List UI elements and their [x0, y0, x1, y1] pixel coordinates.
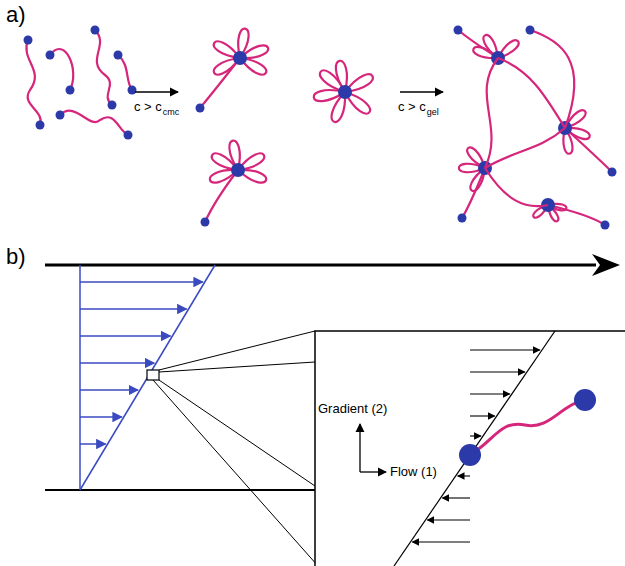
polymer-chain	[565, 128, 612, 172]
end-group	[66, 86, 75, 95]
polymer-chain	[95, 30, 112, 105]
polymer-chain	[200, 58, 240, 108]
condition-subscript: gel	[427, 108, 439, 117]
velocity-arrow	[80, 362, 154, 364]
end-group	[608, 168, 617, 177]
plate-arrowhead	[592, 254, 620, 276]
polymer-chain	[485, 58, 498, 168]
end-group	[108, 101, 117, 110]
velocity-arrows	[80, 282, 203, 444]
zoom-line	[159, 362, 315, 372]
end-group	[201, 218, 210, 227]
polymer-panel	[24, 26, 617, 230]
end-group	[114, 51, 123, 60]
zoom-line	[159, 380, 315, 486]
end-group	[24, 36, 33, 45]
condition-label: c > c	[398, 100, 426, 113]
axis-label: Flow (1)	[390, 465, 437, 478]
local-velocity-arrow	[470, 371, 525, 372]
condition-label: c > c	[134, 100, 162, 113]
condition-subscript: cmc	[163, 108, 180, 117]
transition-arrow	[135, 91, 178, 92]
zoom-line	[159, 331, 315, 370]
end-group	[459, 444, 481, 466]
polymer-chain	[498, 58, 565, 128]
panel-label: b)	[6, 246, 26, 268]
end-group	[526, 26, 535, 35]
end-group	[231, 163, 245, 177]
end-group	[601, 221, 610, 230]
local-velocity-arrow	[470, 349, 540, 350]
flow-axis	[360, 471, 386, 472]
local-velocity-arrow	[443, 497, 471, 498]
velocity-profile	[80, 265, 215, 490]
end-group	[128, 86, 137, 95]
polymer-chain	[530, 30, 574, 128]
end-group	[196, 104, 205, 113]
zoom-panel	[315, 331, 625, 566]
local-velocity-arrow	[412, 541, 470, 542]
end-group	[91, 26, 100, 35]
top-plate	[45, 264, 596, 267]
polymer-chain	[470, 400, 585, 455]
bottom-plate	[45, 489, 315, 491]
local-velocity-arrow	[458, 475, 470, 476]
local-velocity-arrow	[470, 435, 481, 436]
panel-label: a)	[6, 4, 26, 26]
end-group	[574, 389, 596, 411]
polymer-chain	[462, 168, 485, 218]
end-group	[458, 214, 467, 223]
polymer-chain	[26, 40, 40, 125]
local-velocity-arrow	[470, 415, 495, 416]
zoom-box	[147, 370, 159, 380]
end-group	[56, 111, 65, 120]
local-profile	[394, 331, 555, 566]
polymer-chain	[458, 30, 498, 58]
velocity-arrow	[80, 389, 138, 391]
polymer-chain	[118, 55, 132, 90]
velocity-arrow	[80, 335, 170, 337]
local-velocity-arrow	[428, 519, 471, 520]
end-group	[338, 85, 352, 99]
profile-axis	[79, 265, 81, 490]
transition-arrow	[400, 91, 443, 92]
polymer-chain	[485, 168, 548, 206]
local-velocity-arrows	[412, 350, 540, 542]
local-velocity-arrow	[470, 393, 510, 394]
end-group	[454, 26, 463, 35]
end-group	[124, 131, 133, 140]
end-group	[46, 51, 55, 60]
axis-label: Gradient (2)	[318, 402, 387, 415]
polymer-chain	[205, 170, 238, 222]
velocity-arrow	[80, 308, 187, 310]
gradient-axis	[359, 424, 360, 472]
end-group	[36, 121, 45, 130]
shear-flow-panel	[45, 254, 625, 566]
polymer-chain	[548, 205, 605, 225]
polymer-chain	[60, 111, 128, 135]
velocity-arrow	[80, 281, 203, 283]
polymer-chain	[485, 128, 565, 168]
zoom-line	[153, 380, 318, 566]
end-group	[233, 51, 247, 65]
velocity-arrow	[80, 416, 122, 418]
velocity-arrow	[80, 443, 106, 445]
